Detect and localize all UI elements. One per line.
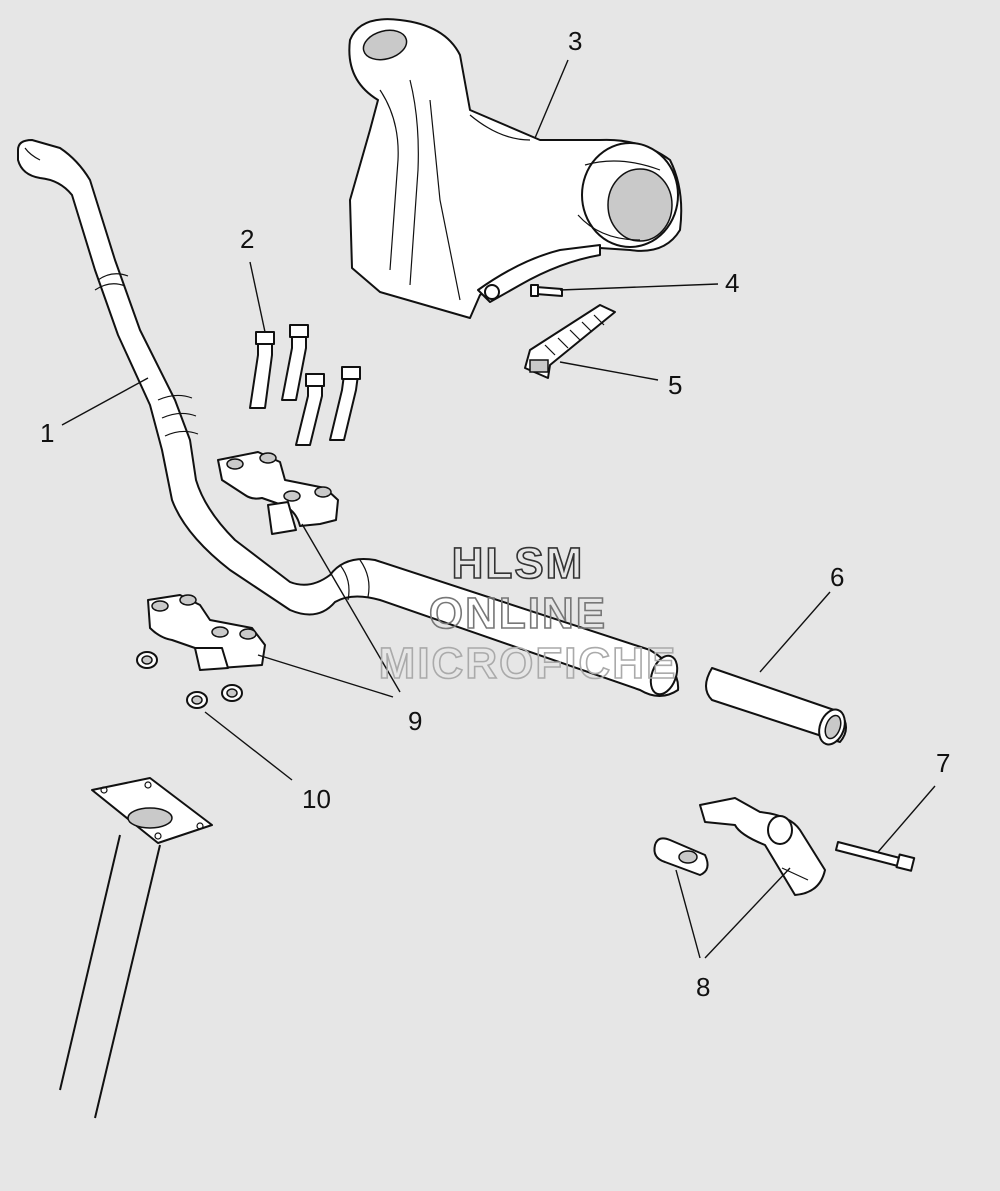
wire-clip-part[interactable] (524, 304, 616, 379)
handlebar-clamps-part[interactable] (147, 451, 339, 671)
callout-2: 2 (240, 224, 254, 254)
callout-10: 10 (302, 784, 331, 814)
clamp-bolts-part[interactable] (249, 324, 361, 446)
grip-part[interactable] (705, 667, 849, 748)
upper-clamp (217, 451, 339, 535)
callout-1: 1 (40, 418, 54, 448)
callout-9: 9 (408, 706, 422, 736)
callout-6: 6 (830, 562, 844, 592)
callout-8: 8 (696, 972, 710, 1002)
small-screw-part[interactable] (530, 284, 563, 297)
watermark-line-2: ONLINE (429, 589, 607, 638)
bar-end-part[interactable] (653, 797, 826, 896)
bolt-2 (281, 324, 309, 401)
bolt-4 (329, 366, 361, 441)
callout-5: 5 (668, 370, 682, 400)
nuts-part[interactable] (136, 651, 243, 709)
watermark: HLSM ONLINE MICROFICHE (378, 538, 678, 689)
lower-clamp (147, 594, 266, 671)
bolt-3 (295, 373, 325, 446)
handlebar-cover-part[interactable] (348, 18, 683, 319)
leader-lines (61, 59, 936, 959)
end-bolt-part[interactable] (835, 841, 916, 872)
callout-7: 7 (936, 748, 950, 778)
callout-3: 3 (568, 26, 582, 56)
watermark-line-1: HLSM (452, 539, 585, 588)
callout-labels: 1 2 3 4 5 6 7 8 9 10 (40, 26, 950, 1002)
watermark-line-3: MICROFICHE (379, 639, 678, 688)
steering-post-mount (59, 777, 213, 1119)
bolt-1 (249, 331, 275, 409)
callout-4: 4 (725, 268, 739, 298)
handlebar-part[interactable] (17, 139, 682, 698)
